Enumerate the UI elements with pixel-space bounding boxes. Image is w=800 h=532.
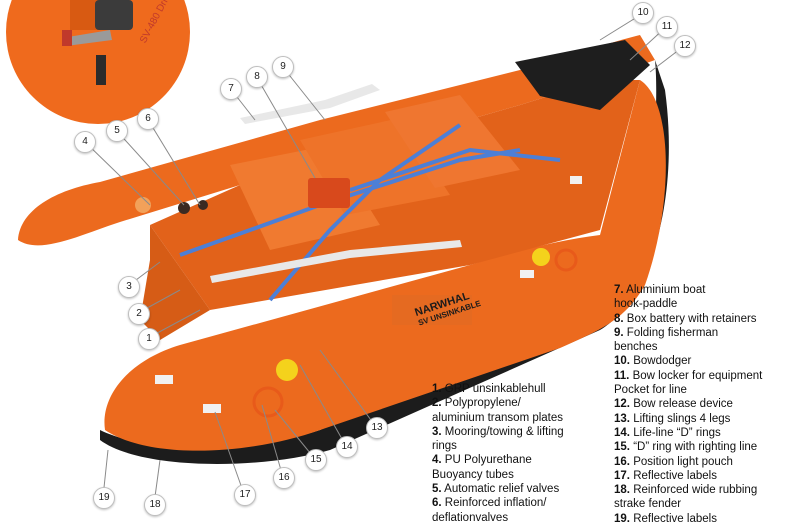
callout-16: 16 bbox=[273, 467, 295, 489]
legend-left: 1. GRP unsinkablehull 2. Polypropylene/ … bbox=[432, 382, 564, 525]
callout-4: 4 bbox=[74, 131, 96, 153]
callout-13: 13 bbox=[366, 417, 388, 439]
callout-9: 9 bbox=[272, 56, 294, 78]
legend-item-16: 16. Position light pouch bbox=[614, 455, 733, 468]
callout-6: 6 bbox=[137, 108, 159, 130]
legend-item-18: 18. Reinforced wide rubbing bbox=[614, 484, 758, 497]
legend-item-11: 11. Bow locker for equipment bbox=[614, 369, 763, 382]
callout-15: 15 bbox=[305, 449, 327, 471]
callout-11: 11 bbox=[656, 16, 678, 38]
callout-18: 18 bbox=[144, 494, 166, 516]
legend-right: 7. Aluminium boat hook-paddle 8. Box bat… bbox=[614, 283, 762, 526]
legend-item-8: 8. Box battery with retainers bbox=[614, 312, 757, 325]
legend-item-19: 19. Reflective labels bbox=[614, 512, 717, 525]
legend-item-6-cont: deflationvalves bbox=[432, 511, 509, 524]
callout-1: 1 bbox=[138, 328, 160, 350]
brand-plate bbox=[392, 295, 472, 325]
callout-10: 10 bbox=[632, 2, 654, 24]
legend-item-10: 10. Bowdodger bbox=[614, 355, 692, 368]
legend-item-5: 5. Automatic relief valves bbox=[432, 483, 560, 496]
legend-item-2: 2. Polypropylene/ bbox=[432, 397, 521, 410]
callout-2: 2 bbox=[128, 303, 150, 325]
legend-item-4-cont: Buoyancy tubes bbox=[432, 468, 514, 481]
legend-item-4: 4. PU Polyurethane bbox=[432, 454, 532, 467]
callout-12: 12 bbox=[674, 35, 696, 57]
callout-5: 5 bbox=[106, 120, 128, 142]
legend-item-13: 13. Lifting slings 4 legs bbox=[614, 412, 731, 425]
legend-item-7: 7. Aluminium boat bbox=[614, 284, 706, 296]
driving-position-inset bbox=[6, 0, 190, 124]
callout-17: 17 bbox=[234, 484, 256, 506]
boat-hull bbox=[18, 35, 669, 464]
legend-item-17: 17. Reflective labels bbox=[614, 469, 717, 482]
legend-item-18-cont: strake fender bbox=[614, 498, 682, 511]
callout-3: 3 bbox=[118, 276, 140, 298]
callout-8: 8 bbox=[246, 66, 268, 88]
legend-item-2-cont: aluminium transom plates bbox=[432, 411, 564, 424]
callout-7: 7 bbox=[220, 78, 242, 100]
legend-item-7-cont: hook-paddle bbox=[614, 298, 678, 311]
legend-item-3-cont: rings bbox=[432, 440, 457, 453]
legend-item-9: 9. Folding fisherman bbox=[614, 326, 719, 339]
callout-14: 14 bbox=[336, 436, 358, 458]
legend-item-12: 12. Bow release device bbox=[614, 398, 733, 411]
legend-item-15: 15. “D” ring with righting line bbox=[614, 441, 758, 454]
legend-item-3: 3. Mooring/towing & lifting bbox=[432, 425, 564, 438]
legend-item-1: 1. GRP unsinkablehull bbox=[432, 383, 546, 395]
legend-item-11-cont: Pocket for line bbox=[614, 384, 687, 397]
legend-item-9-cont: benches bbox=[614, 341, 658, 354]
legend-item-14: 14. Life-line “D” rings bbox=[614, 426, 721, 439]
legend-item-6: 6. Reinforced inflation/ bbox=[432, 497, 547, 510]
callout-19: 19 bbox=[93, 487, 115, 509]
